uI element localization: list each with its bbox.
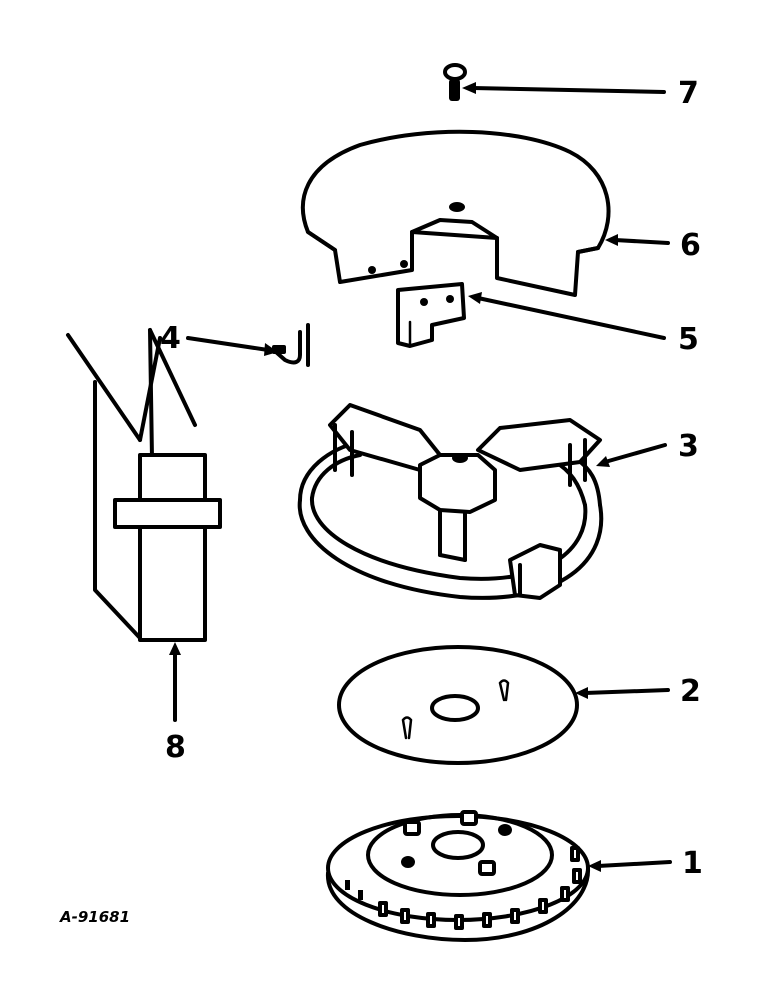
callout-7: 7 <box>678 76 699 111</box>
part-6-cover-plate <box>300 129 611 297</box>
part-4-latch-hook <box>272 323 310 367</box>
part-8-deflector <box>66 328 222 642</box>
leader-lines <box>169 82 672 872</box>
callout-6: 6 <box>680 228 701 263</box>
callout-labels: 7 6 5 4 3 2 1 8 <box>160 76 703 881</box>
part-2-disc-plate <box>337 645 579 765</box>
callout-1: 1 <box>682 846 703 881</box>
callout-2: 2 <box>680 674 701 709</box>
figure-reference-code: A-91681 <box>59 908 130 926</box>
callout-4: 4 <box>160 321 181 356</box>
part-3-ring-frame <box>297 403 604 600</box>
callout-5: 5 <box>678 322 699 357</box>
part-1-base-plate <box>325 810 591 942</box>
part-5-bracket <box>396 282 466 348</box>
part-7-wing-pin <box>443 63 467 101</box>
callout-3: 3 <box>678 429 699 464</box>
callout-8: 8 <box>165 730 186 765</box>
